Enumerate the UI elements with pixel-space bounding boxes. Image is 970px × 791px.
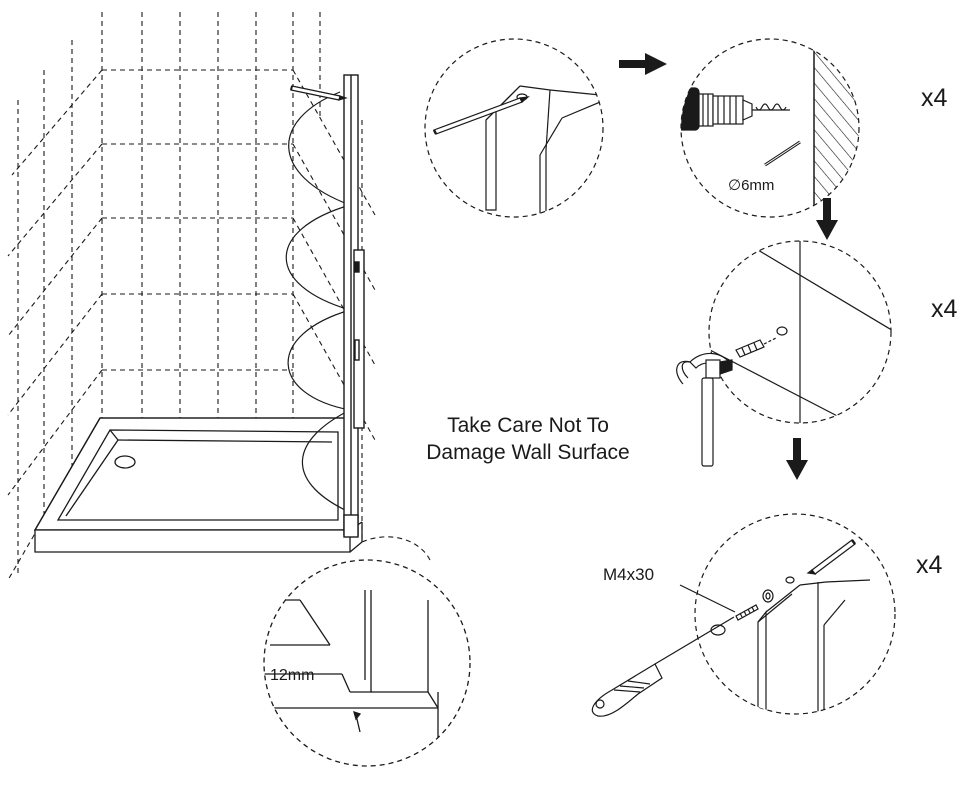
shower-enclosure-illustration <box>7 12 431 581</box>
gap-dimension-label: 12mm <box>270 667 314 684</box>
drill-icon <box>681 87 801 167</box>
gap-detail-callout: 12mm <box>263 559 471 767</box>
detail-connector <box>361 536 431 561</box>
caution-line-2: Damage Wall Surface <box>426 441 629 464</box>
screw-spec-label: M4x30 <box>603 565 654 584</box>
multiplier-drill: x4 <box>921 84 948 112</box>
screw-fix-callout <box>591 513 896 717</box>
drill-holes-callout: ∅6mm <box>680 38 860 218</box>
pencil-icon <box>290 85 348 101</box>
hammer-icon <box>676 352 733 467</box>
wall-profile <box>343 74 365 538</box>
caution-line-1: Take Care Not To <box>447 414 609 437</box>
arrow-down-icon <box>816 198 838 240</box>
mark-holes-callout <box>424 38 604 218</box>
arrow-right-icon <box>619 53 667 75</box>
screwdriver-icon <box>591 616 735 717</box>
anchor-insert-callout <box>676 240 892 467</box>
shower-tray <box>33 417 363 553</box>
drill-size-label: ∅6mm <box>728 177 774 194</box>
drain-hole <box>114 455 136 469</box>
multiplier-anchor: x4 <box>931 295 958 323</box>
arrow-down-icon <box>786 438 808 480</box>
multiplier-screw: x4 <box>916 551 943 579</box>
